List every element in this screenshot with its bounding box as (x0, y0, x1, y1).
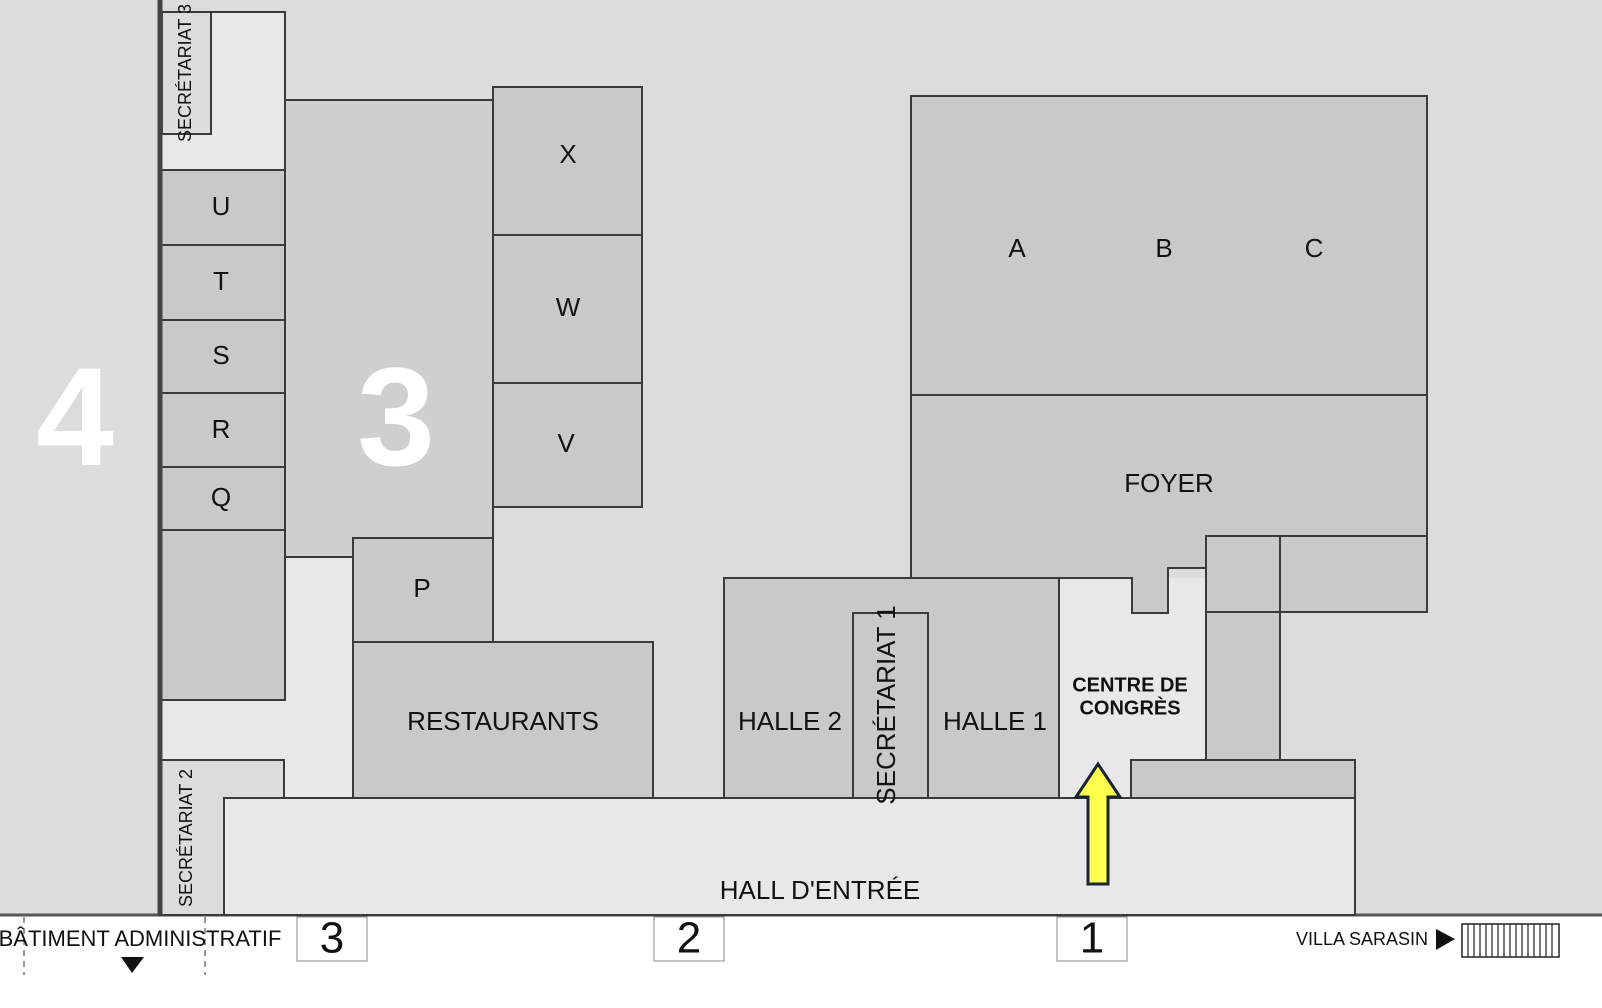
annex-2 (1279, 535, 1428, 613)
centre-label-1: CENTRE DE (1072, 674, 1188, 696)
room-unnamed-west (159, 529, 286, 701)
x-label: X (559, 139, 576, 169)
b-label: B (1155, 233, 1172, 263)
admin-building-label[interactable]: BÂTIMENT ADMINISTRATIF (0, 926, 281, 951)
halle-2-label[interactable]: HALLE 2 (738, 706, 842, 736)
t-label: T (213, 266, 229, 296)
door-1-label: 1 (1080, 914, 1104, 963)
a-label: A (1008, 233, 1026, 263)
annex-4 (1130, 759, 1356, 799)
annex-3 (1205, 611, 1281, 761)
door-3-box[interactable] (296, 916, 368, 962)
secretariat-3-label: SECRÉTARIAT 3 (175, 4, 195, 142)
restaurants-label: RESTAURANTS (407, 706, 599, 736)
room-x[interactable] (492, 86, 643, 236)
secretariat-2-label: SECRÉTARIAT 2 (176, 769, 196, 907)
hatched-building-icon (1461, 923, 1560, 958)
s-label: S (212, 340, 229, 370)
door-3-label: 3 (320, 914, 344, 963)
door-2-label: 2 (677, 914, 701, 963)
u-label: U (212, 191, 231, 221)
p-label: P (413, 573, 430, 603)
annex-1 (1205, 535, 1281, 613)
c-label: C (1305, 233, 1324, 263)
r-label: R (212, 414, 231, 444)
w-label: W (556, 292, 581, 322)
triangle-right-icon (1436, 929, 1455, 950)
halle-1-label[interactable]: HALLE 1 (943, 706, 1047, 736)
hall-label: HALL D'ENTRÉE (720, 875, 921, 905)
v-label: V (557, 428, 575, 458)
room-q[interactable] (159, 466, 286, 531)
rooms-abc[interactable] (910, 95, 1428, 396)
hall-d-entree[interactable] (223, 797, 1356, 916)
secretariat-1-label: SECRÉTARIAT 1 (871, 605, 901, 804)
room-secretariat-3[interactable] (161, 11, 212, 135)
triangle-down-icon (121, 957, 144, 973)
street-strip (0, 915, 1602, 1008)
door-2-box[interactable] (653, 916, 725, 962)
room-w[interactable] (492, 234, 643, 384)
zone-3-label: 3 (357, 338, 435, 495)
room-secretariat-1[interactable] (852, 612, 929, 799)
centre-label-2: CONGRÈS (1079, 696, 1180, 719)
room-v[interactable] (492, 382, 643, 508)
room-restaurants[interactable] (352, 641, 654, 799)
door-1-box[interactable] (1056, 916, 1128, 962)
q-label: Q (211, 482, 231, 512)
villa-sarasin-label[interactable]: VILLA SARASIN (1296, 929, 1428, 949)
up-arrow-icon (1073, 761, 1123, 886)
zone-4-label: 4 (36, 338, 114, 495)
room-foyer[interactable] (910, 394, 1428, 614)
foyer-label: FOYER (1124, 468, 1214, 498)
